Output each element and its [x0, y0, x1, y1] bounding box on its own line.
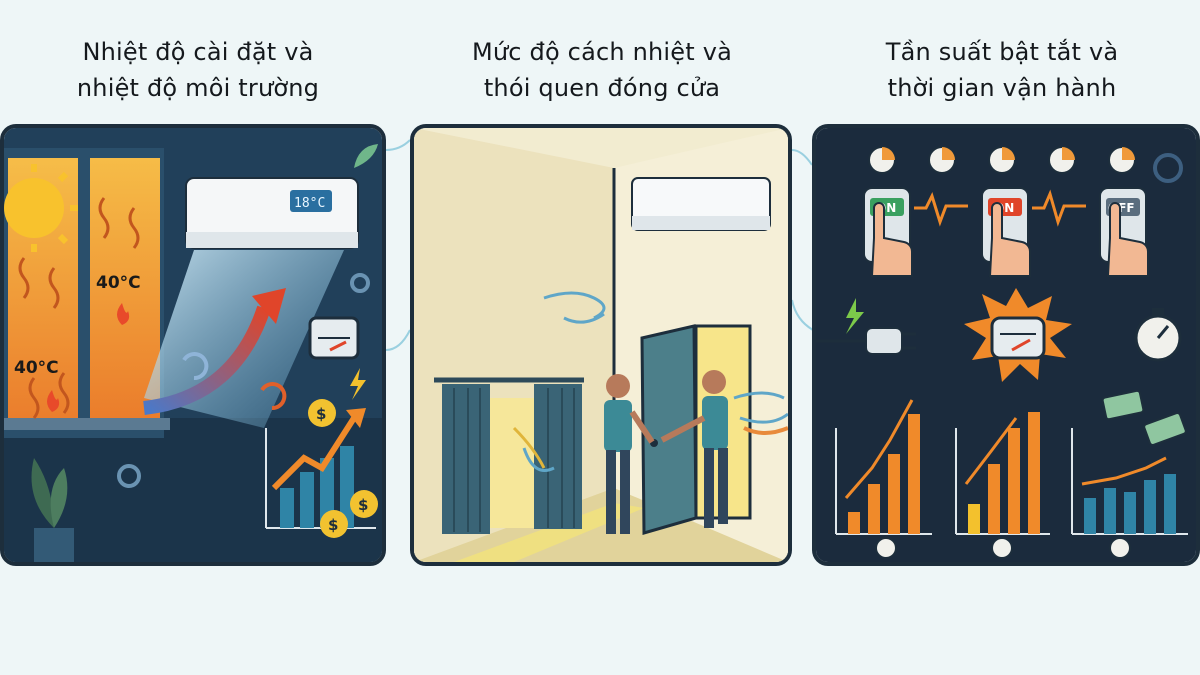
title-line: thời gian vận hành — [887, 74, 1117, 102]
heat-wave-icon — [18, 197, 140, 419]
ac-display: 18°C — [294, 196, 325, 211]
title-line: Mức độ cách nhiệt và — [471, 38, 733, 66]
svg-text:$: $ — [328, 516, 338, 534]
panel-insulation — [410, 124, 792, 566]
gear-icon — [1153, 153, 1183, 183]
title-frequency: Tần suất bật tắt và thời gian vận hành — [812, 34, 1192, 106]
clock-icon — [868, 146, 1136, 174]
air-conditioner — [631, 177, 771, 231]
title-temperature: Nhiệt độ cài đặt và nhiệt độ môi trường — [8, 34, 388, 106]
lightning-icon — [846, 298, 864, 334]
banknote-icon — [1101, 389, 1187, 446]
temp-label-left: 40°C — [14, 358, 59, 378]
svg-text:$: $ — [316, 405, 326, 423]
plant-icon — [31, 458, 74, 562]
title-line: nhiệt độ môi trường — [76, 74, 320, 102]
door-icon — [640, 324, 752, 535]
title-line: Tần suất bật tắt và — [885, 38, 1119, 66]
title-line: Nhiệt độ cài đặt và — [82, 38, 314, 66]
hand-icon — [870, 202, 1150, 277]
rising-arrow-icon — [143, 305, 271, 415]
cycle-icon — [182, 352, 287, 411]
lightning-icon — [350, 368, 366, 400]
flame-icon — [47, 303, 130, 412]
usage-chart-3 — [1071, 428, 1188, 535]
air-conditioner: 18°C — [185, 177, 359, 249]
panel-frequency: ON ON OFF — [812, 124, 1200, 566]
meter-icon — [964, 288, 1072, 382]
temp-label-right: 40°C — [96, 273, 141, 293]
sun-icon — [4, 164, 78, 252]
gear-icon — [117, 273, 370, 488]
warm-air-icon — [512, 426, 546, 469]
leaf-icon — [354, 144, 378, 168]
panel-temperature: 40°C 40°C 18°C — [0, 124, 386, 566]
usage-chart-1 — [835, 399, 932, 535]
svg-text:$: $ — [358, 496, 368, 514]
plug-icon — [816, 327, 916, 355]
clock-icon — [875, 537, 1131, 559]
curtain-icon — [434, 377, 584, 534]
meter-icon — [308, 316, 360, 360]
title-line: thói quen đóng cửa — [483, 74, 721, 102]
pulse-line-icon — [914, 189, 1086, 227]
title-insulation: Mức độ cách nhiệt và thói quen đóng cửa — [412, 34, 792, 106]
wind-icon — [522, 291, 788, 472]
person-icon — [660, 370, 728, 528]
money-bag-icon: $ $ $ — [308, 399, 378, 538]
stopwatch-icon — [1134, 308, 1182, 362]
warm-air-icon — [743, 426, 788, 435]
usage-chart-2 — [955, 412, 1050, 535]
cost-chart — [265, 408, 376, 529]
person-icon — [604, 374, 655, 534]
